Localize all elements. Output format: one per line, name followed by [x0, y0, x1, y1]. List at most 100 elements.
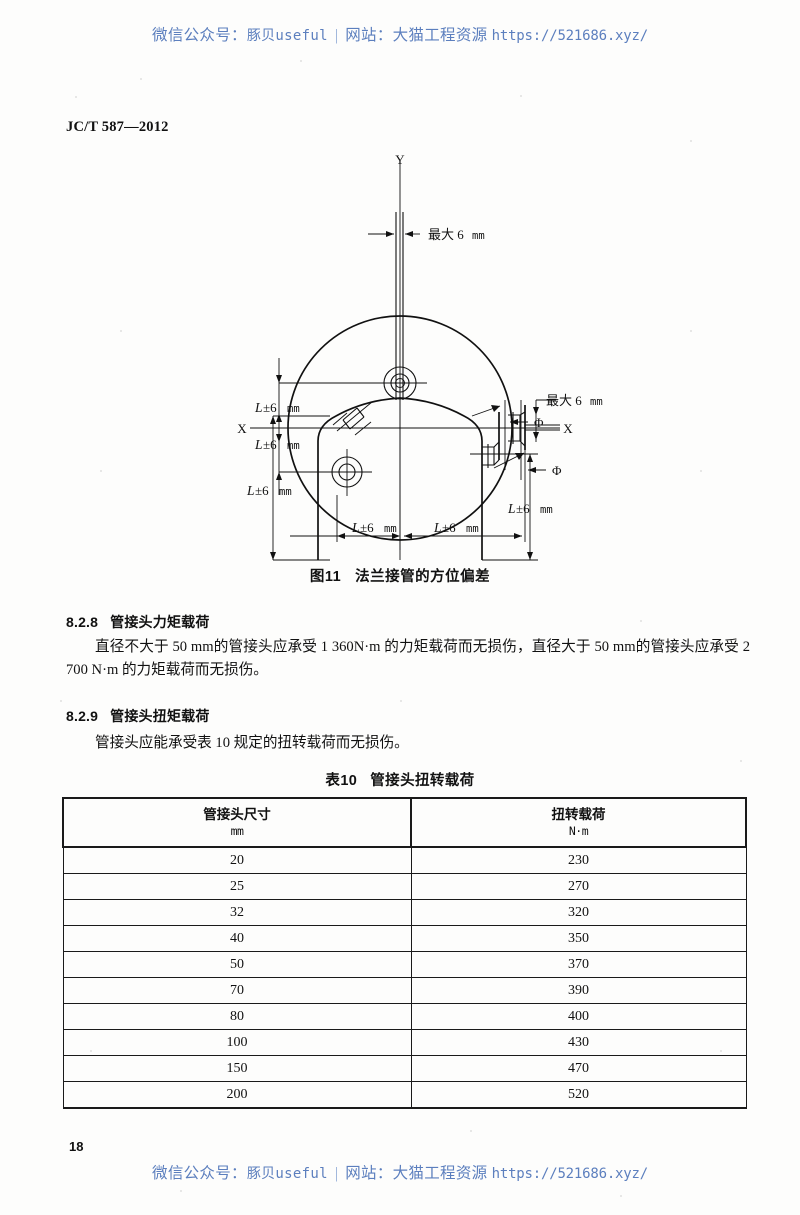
watermark-site-name: 大猫工程资源: [392, 1165, 488, 1182]
table-title-text: 管接头扭转载荷: [370, 773, 475, 789]
watermark-prefix: 微信公众号：: [152, 27, 247, 44]
table-cell-size: 70: [62, 977, 412, 1004]
svg-text:mm: mm: [540, 504, 553, 516]
figure-11-diagram: Y 最大 6 mm X X: [0, 150, 800, 590]
figure-label-ltol-upper-left: L: [254, 400, 263, 415]
table-header-torque-label: 扭转载荷: [551, 807, 606, 822]
svg-text:±6: ±6: [263, 437, 277, 452]
figure-label-max-top-unit: mm: [472, 230, 485, 242]
scan-speckle: [60, 700, 62, 702]
table-cell-torque: 270: [410, 873, 747, 900]
watermark-url: https://521686.xyz/: [491, 28, 649, 44]
scan-speckle: [75, 96, 77, 98]
table-cell-torque: 520: [410, 1081, 747, 1109]
watermark-separator: |: [334, 27, 339, 44]
watermark-account: 豚贝useful: [246, 28, 328, 44]
table-header-row: 管接头尺寸 mm 扭转载荷 N·m: [62, 797, 747, 848]
table-cell-size: 80: [62, 1003, 412, 1030]
svg-text:mm: mm: [384, 523, 397, 535]
clause-number-8-2-9: 8.2.9: [66, 708, 99, 724]
table-header-size-unit: mm: [230, 824, 244, 838]
table-cell-size: 200: [62, 1081, 412, 1109]
table-header-torque-unit: N·m: [568, 824, 589, 838]
table-cell-size: 25: [62, 873, 412, 900]
figure-label-ltol-bottom-right: L: [433, 520, 442, 535]
scan-speckle: [620, 1195, 622, 1197]
table-title-number: 表10: [325, 773, 358, 789]
scan-speckle: [690, 330, 692, 332]
scan-speckle: [520, 95, 522, 97]
scan-speckle: [740, 760, 742, 762]
table-cell-torque: 320: [410, 899, 747, 926]
svg-text:mm: mm: [287, 440, 300, 452]
figure-label-ltol-elev-right: L: [507, 501, 516, 516]
scan-speckle: [120, 330, 122, 332]
figure-label-ltol-bottom-left: L: [351, 520, 360, 535]
scan-speckle: [300, 60, 302, 62]
table-header-torque: 扭转载荷 N·m: [410, 797, 747, 848]
watermark-site-label: 网站：: [345, 27, 393, 44]
clause-heading-8-2-9: 8.2.9 管接头扭矩载荷: [66, 706, 210, 726]
scan-speckle: [90, 1050, 92, 1052]
figure-label-phi-bottom: Φ: [534, 415, 544, 430]
table-cell-torque: 400: [410, 1003, 747, 1030]
watermark-site-label: 网站：: [345, 1165, 393, 1182]
table-cell-size: 20: [62, 846, 412, 874]
scan-speckle: [400, 700, 402, 702]
table-cell-size: 50: [62, 951, 412, 978]
figure-label-ltol-elev-left: L: [246, 483, 255, 498]
table-cell-torque: 350: [410, 925, 747, 952]
table-cell-torque: 430: [410, 1029, 747, 1056]
scan-speckle: [720, 1050, 722, 1052]
table-header-size: 管接头尺寸 mm: [62, 797, 412, 848]
figure-label-max-top: 最大 6: [428, 227, 464, 242]
svg-text:±6: ±6: [263, 400, 277, 415]
scan-speckle: [700, 470, 702, 472]
table-header-size-label: 管接头尺寸: [203, 807, 271, 822]
table-cell-size: 32: [62, 899, 412, 926]
figure-label-max-right-unit: mm: [590, 396, 603, 408]
figure-caption-number: 图11: [309, 569, 342, 585]
watermark-prefix: 微信公众号：: [152, 1165, 247, 1182]
svg-text:±6: ±6: [516, 501, 530, 516]
clause-title-8-2-9: 管接头扭矩载荷: [110, 708, 210, 724]
svg-text:±6: ±6: [255, 483, 269, 498]
table-cell-torque: 230: [410, 846, 747, 874]
watermark-site-name: 大猫工程资源: [392, 27, 488, 44]
scan-speckle: [470, 1130, 472, 1132]
axis-label-x-right: X: [563, 421, 573, 436]
figure-caption: 图11 法兰接管的方位偏差: [0, 565, 800, 586]
clause-paragraph-8-2-8: 直径不大于 50 mm的管接头应承受 1 360N·m 的力矩载荷而无损伤，直径…: [66, 639, 750, 678]
clause-title-8-2-8: 管接头力矩载荷: [110, 614, 210, 630]
scan-speckle: [140, 78, 142, 80]
clause-number-8-2-8: 8.2.8: [66, 614, 99, 630]
svg-text:±6: ±6: [442, 520, 456, 535]
clause-paragraph-8-2-9: 管接头应能承受表 10 规定的扭转载荷而无损伤。: [95, 735, 409, 751]
figure-label-max-right: 最大 6: [546, 393, 582, 408]
axis-label-y: Y: [395, 152, 405, 167]
watermark-account: 豚贝useful: [246, 1166, 328, 1182]
figure-label-phi-top: Φ: [552, 463, 562, 478]
watermark-separator: |: [334, 1165, 339, 1182]
scan-speckle: [180, 1190, 182, 1192]
table-cell-size: 150: [62, 1055, 412, 1082]
table-title: 表10 管接头扭转载荷: [0, 769, 800, 790]
scan-speckle: [250, 640, 252, 642]
svg-text:mm: mm: [466, 523, 479, 535]
clause-heading-8-2-8: 8.2.8 管接头力矩载荷: [66, 612, 210, 632]
svg-text:mm: mm: [279, 486, 292, 498]
watermark-bottom: 微信公众号：豚贝useful|网站：大猫工程资源 https://521686.…: [0, 1161, 800, 1183]
svg-text:±6: ±6: [360, 520, 374, 535]
table-cell-torque: 370: [410, 951, 747, 978]
figure-caption-text: 法兰接管的方位偏差: [355, 569, 491, 585]
